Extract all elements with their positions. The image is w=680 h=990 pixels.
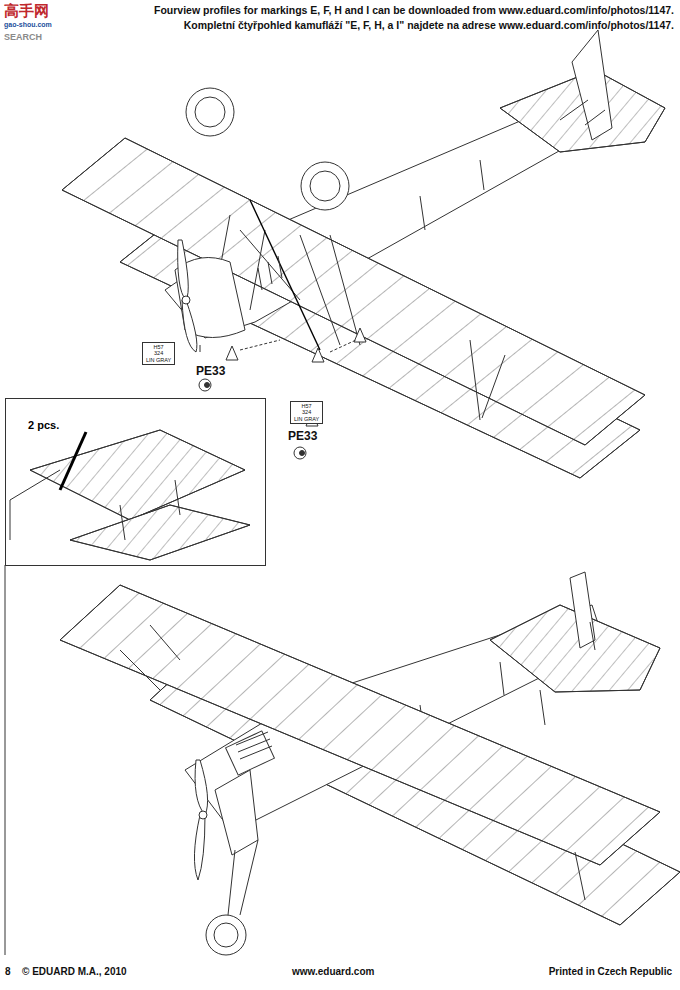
- print-note: Printed in Czech Republic: [549, 966, 672, 977]
- page-number: 8: [5, 966, 11, 977]
- header-note: Fourview profiles for markings E, F, H a…: [154, 4, 674, 16]
- copyright: © EDUARD M.A., 2010: [22, 966, 127, 977]
- color-code: LIN GRAY: [294, 416, 319, 422]
- watermark: 高手网: [4, 2, 49, 21]
- color-code: 324: [294, 409, 319, 415]
- color-code: LIN GRAY: [146, 357, 171, 363]
- watermark: gao-shou.com: [4, 21, 52, 28]
- callout-number: PE33: [196, 364, 225, 378]
- color-box: H57324LIN GRAY: [290, 401, 323, 424]
- color-code: 324: [146, 350, 171, 356]
- quantity-note: 2 pcs.: [28, 419, 59, 431]
- website: www.eduard.com: [292, 966, 374, 977]
- callout-number: PE33: [288, 429, 317, 443]
- inset-frame: 2 pcs.: [5, 398, 266, 566]
- header-note: Kompletní čtyřpohled kamufláží "E, F, H,…: [184, 19, 674, 31]
- watermark: SEARCH: [4, 32, 42, 42]
- color-box: H57324LIN GRAY: [142, 342, 175, 365]
- color-code: H57: [146, 344, 171, 350]
- color-code: H57: [294, 403, 319, 409]
